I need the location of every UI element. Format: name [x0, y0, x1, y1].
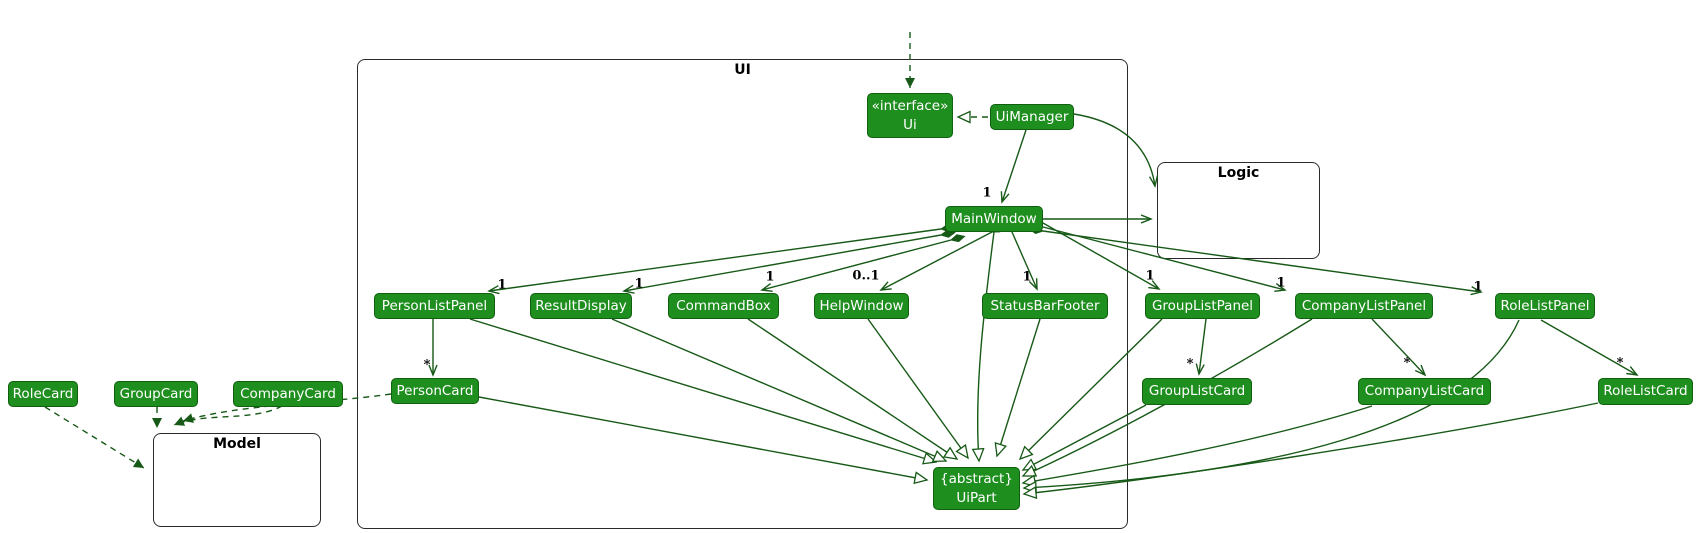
edge-rolelistcard-extends-uipart — [1024, 402, 1599, 494]
class-grouplistpanel: GroupListPanel — [1145, 293, 1260, 319]
class-companycard: CompanyCard — [233, 381, 343, 407]
edge-uimanager-to-logic — [1073, 113, 1159, 188]
class-companylistcard: CompanyListCard — [1358, 378, 1491, 405]
class-companylistcard-name: CompanyListCard — [1364, 383, 1485, 400]
multiplicity-companylistpanel-companylistcard: * — [1403, 355, 1411, 371]
edge-statusbarfooter-extends-uipart — [997, 318, 1041, 456]
multiplicity-mainwindow-helpwindow: 0..1 — [852, 268, 880, 284]
multiplicity-uimanager-mainwindow: 1 — [982, 185, 992, 201]
multiplicity-rolelistpanel-rolelistcard: * — [1616, 355, 1624, 371]
class-personlistpanel-name: PersonListPanel — [381, 297, 488, 314]
class-ui-stereotype: «interface» — [871, 98, 949, 115]
package-model-label: Model — [213, 436, 261, 452]
class-uipart-name: UiPart — [956, 489, 997, 506]
class-uimanager: UiManager — [990, 104, 1074, 130]
package-ui-label: UI — [734, 62, 751, 78]
edge-grouplistcard-extends-uipart — [1023, 404, 1147, 470]
class-grouplistpanel-name: GroupListPanel — [1151, 297, 1254, 314]
class-helpwindow: HelpWindow — [814, 293, 909, 319]
class-resultdisplay-name: ResultDisplay — [535, 297, 627, 314]
class-rolecard-name: RoleCard — [12, 385, 74, 402]
class-grouplistcard-name: GroupListCard — [1148, 383, 1246, 400]
class-commandbox-name: CommandBox — [676, 297, 771, 314]
class-mainwindow-name: MainWindow — [951, 210, 1037, 227]
edge-personcard-to-model — [182, 393, 392, 423]
class-rolelistpanel-name: RoleListPanel — [1500, 297, 1590, 314]
class-groupcard: GroupCard — [114, 381, 198, 407]
class-companylistpanel-name: CompanyListPanel — [1301, 297, 1427, 314]
multiplicity-personlistpanel-personcard: * — [423, 357, 431, 373]
edge-companycard-to-model — [173, 405, 283, 426]
class-uipart-abstract: {abstract} UiPart — [933, 467, 1020, 510]
class-uipart-stereotype: {abstract} — [940, 471, 1013, 488]
class-rolelistpanel: RoleListPanel — [1495, 293, 1595, 319]
class-companycard-name: CompanyCard — [240, 385, 336, 402]
multiplicity-mainwindow-companylistpanel: 1 — [1276, 275, 1286, 291]
class-statusbarfooter: StatusBarFooter — [982, 293, 1108, 319]
edge-commandbox-extends-uipart — [747, 318, 957, 459]
edge-personcard-extends-uipart — [478, 396, 927, 480]
class-companylistpanel: CompanyListPanel — [1295, 293, 1433, 319]
class-rolecard: RoleCard — [8, 381, 78, 407]
multiplicity-grouplistpanel-grouplistcard: * — [1186, 356, 1194, 372]
edge-companylistpanel-companylistcard — [1371, 318, 1427, 377]
class-rolelistcard-name: RoleListCard — [1603, 383, 1688, 400]
edge-companylistpanel-extends-uipart — [1023, 318, 1313, 476]
class-commandbox: CommandBox — [668, 293, 779, 319]
edge-rolelistpanel-extends-uipart — [1024, 319, 1520, 488]
edge-mainwindow-extends-uipart — [978, 231, 995, 461]
class-personcard: PersonCard — [391, 378, 479, 404]
edge-helpwindow-extends-uipart — [867, 318, 968, 458]
class-uimanager-name: UiManager — [995, 108, 1069, 125]
multiplicity-mainwindow-grouplistpanel: 1 — [1145, 268, 1155, 284]
multiplicity-mainwindow-commandbox: 1 — [765, 269, 775, 285]
class-resultdisplay: ResultDisplay — [530, 293, 632, 319]
class-statusbarfooter-name: StatusBarFooter — [990, 297, 1100, 314]
multiplicity-mainwindow-personlistpanel: 1 — [497, 277, 507, 293]
edge-rolelistpanel-rolelistcard — [1540, 319, 1639, 376]
package-model: Model — [153, 433, 321, 527]
class-groupcard-name: GroupCard — [119, 385, 193, 402]
edge-companylistcard-extends-uipart — [1023, 405, 1373, 483]
edge-mainwindow-resultdisplay — [624, 235, 941, 291]
edge-personlistpanel-extends-uipart — [469, 318, 936, 462]
class-personlistpanel: PersonListPanel — [374, 293, 495, 319]
multiplicity-mainwindow-statusbarfooter: 1 — [1022, 269, 1032, 285]
edge-mainwindow-rolelistpanel — [1043, 231, 1481, 292]
class-grouplistcard: GroupListCard — [1142, 378, 1252, 405]
class-mainwindow: MainWindow — [945, 206, 1043, 232]
multiplicity-mainwindow-rolelistpanel: 1 — [1473, 279, 1483, 295]
class-ui-name: Ui — [903, 116, 917, 133]
edge-grouplistpanel-grouplistcard — [1195, 318, 1207, 376]
class-helpwindow-name: HelpWindow — [819, 297, 904, 314]
class-rolelistcard: RoleListCard — [1598, 378, 1693, 405]
edge-rolecard-to-model — [44, 406, 145, 469]
edge-resultdisplay-extends-uipart — [611, 318, 946, 461]
edge-uimanager-to-mainwindow — [1000, 129, 1027, 204]
class-ui-interface: «interface» Ui — [867, 93, 953, 138]
edge-grouplistpanel-extends-uipart — [1020, 318, 1163, 459]
edge-mainwindow-helpwindow — [881, 232, 992, 290]
class-personcard-name: PersonCard — [396, 382, 474, 399]
multiplicity-mainwindow-resultdisplay: 1 — [634, 276, 644, 292]
package-logic-label: Logic — [1217, 165, 1260, 181]
